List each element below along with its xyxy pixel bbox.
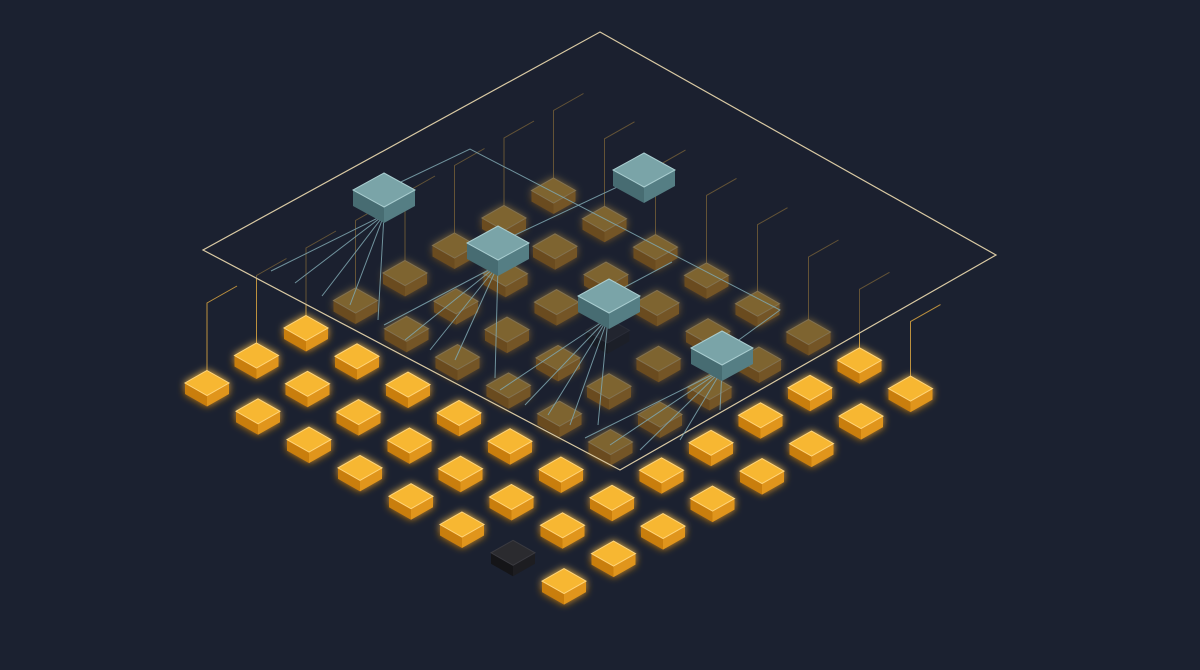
worker-node bbox=[384, 371, 432, 409]
inactive-node bbox=[489, 539, 537, 577]
controller-plane bbox=[201, 31, 998, 471]
controller-link bbox=[377, 214, 385, 321]
worker-node bbox=[285, 426, 333, 464]
controller-link bbox=[383, 264, 499, 326]
worker-node bbox=[639, 513, 687, 550]
worker-node bbox=[737, 402, 784, 439]
worker-node bbox=[486, 428, 534, 465]
controller-link bbox=[429, 264, 499, 351]
controller-link bbox=[404, 264, 499, 341]
controller-link bbox=[547, 317, 609, 416]
worker-node bbox=[590, 540, 637, 578]
worker-node bbox=[183, 369, 231, 407]
controller-node-2 bbox=[611, 152, 677, 203]
worker-node bbox=[333, 343, 381, 380]
worker-node bbox=[738, 458, 786, 495]
worker-node bbox=[540, 568, 588, 605]
controller-link bbox=[639, 369, 723, 451]
worker-node bbox=[687, 429, 735, 467]
worker-node bbox=[588, 484, 636, 522]
worker-node bbox=[282, 314, 330, 352]
worker-node bbox=[435, 399, 483, 437]
worker-node bbox=[689, 485, 736, 523]
controller-link bbox=[270, 214, 385, 272]
worker-node bbox=[438, 511, 486, 548]
controller-link bbox=[679, 369, 723, 441]
controller-link bbox=[321, 214, 385, 297]
worker-node bbox=[437, 455, 484, 493]
worker-node bbox=[836, 347, 883, 384]
worker-node bbox=[386, 427, 433, 464]
controller-link bbox=[454, 264, 499, 361]
worker-node bbox=[335, 399, 382, 436]
controller-link bbox=[584, 369, 723, 439]
node-wire bbox=[910, 304, 941, 381]
controller-node-4 bbox=[576, 278, 642, 329]
controller-group bbox=[351, 152, 755, 381]
controller-link bbox=[494, 264, 499, 379]
controller-node-1 bbox=[351, 172, 417, 223]
worker-node bbox=[638, 457, 685, 494]
controller-link bbox=[597, 317, 609, 426]
worker-node bbox=[234, 398, 282, 435]
controller-link bbox=[499, 317, 609, 391]
worker-node bbox=[786, 374, 834, 412]
node-wire bbox=[206, 285, 238, 375]
worker-node bbox=[537, 456, 585, 493]
worker-node bbox=[788, 430, 835, 468]
controller-link bbox=[609, 369, 723, 446]
worker-node bbox=[387, 483, 435, 520]
worker-node bbox=[488, 483, 535, 521]
worker-node bbox=[539, 512, 586, 549]
controller-link bbox=[349, 214, 385, 306]
controller-link bbox=[383, 148, 781, 351]
controller-link bbox=[524, 317, 609, 406]
controller-link-layer bbox=[270, 148, 781, 451]
worker-node bbox=[336, 454, 384, 492]
worker-node bbox=[887, 375, 934, 413]
worker-node bbox=[284, 370, 331, 408]
controller-link bbox=[294, 214, 385, 284]
controller-node-3 bbox=[465, 225, 531, 276]
worker-node bbox=[233, 342, 280, 379]
controller-node-5 bbox=[689, 330, 755, 381]
controller-link bbox=[569, 317, 609, 426]
worker-node bbox=[837, 403, 885, 440]
